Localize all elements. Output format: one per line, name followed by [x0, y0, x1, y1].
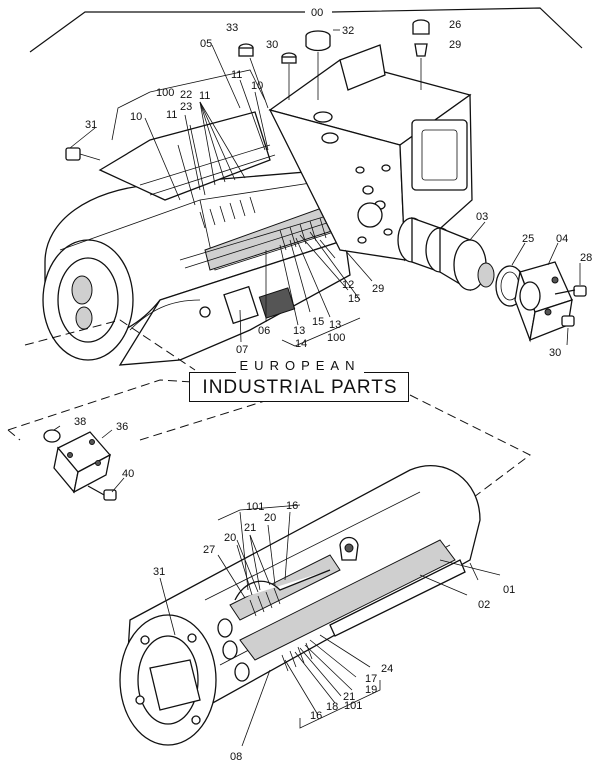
- callout-11: 11: [199, 90, 210, 102]
- callout-31: 31: [153, 566, 165, 578]
- screw-31-top: [65, 147, 101, 161]
- callout-13: 13: [329, 319, 341, 331]
- piston-spool-03: [397, 217, 495, 292]
- callout-31: 31: [85, 119, 97, 131]
- callout-20: 20: [264, 512, 276, 524]
- callout-100: 100: [327, 332, 345, 344]
- callout-labels: 00 32 26 29 33 30 05 100 11 10 22 23 11 …: [74, 7, 592, 763]
- callout-100: 100: [156, 87, 174, 99]
- callout-30: 30: [266, 39, 278, 51]
- bolt-28: [554, 285, 587, 297]
- callout-38: 38: [74, 416, 86, 428]
- callout-17: 17: [365, 673, 377, 685]
- callout-24: 24: [381, 663, 393, 675]
- callout-10: 10: [130, 111, 142, 123]
- callout-01: 01: [503, 584, 515, 596]
- bolt-30-right: [561, 315, 575, 327]
- callout-15: 15: [348, 293, 360, 305]
- callout-27: 27: [203, 544, 215, 556]
- o-ring-38: [43, 429, 61, 443]
- screw-33: [238, 43, 269, 109]
- plug-26: [412, 19, 430, 35]
- leader-lines: [53, 29, 581, 747]
- callout-30: 30: [549, 347, 561, 359]
- callout-16: 16: [310, 710, 322, 722]
- callout-00: 00: [311, 7, 323, 19]
- logo-line-european: EUROPEAN: [189, 358, 411, 373]
- callout-29: 29: [449, 39, 461, 51]
- logo-frame: [189, 372, 409, 402]
- callout-07: 07: [236, 344, 248, 356]
- plug-30-top: [281, 52, 297, 100]
- callout-21: 21: [343, 691, 355, 703]
- plug-29-top: [414, 43, 428, 90]
- callout-08: 08: [230, 751, 242, 763]
- callout-25: 25: [522, 233, 534, 245]
- callout-18: 18: [326, 701, 338, 713]
- callout-28: 28: [580, 252, 592, 264]
- callout-02: 02: [478, 599, 490, 611]
- callout-14: 14: [295, 338, 307, 350]
- side-cover-36: [53, 431, 112, 494]
- plug-32: [305, 30, 331, 100]
- european-industrial-parts-logo: EUROPEAN INDUSTRIAL PARTS: [189, 358, 411, 406]
- assembly-bracket-00: [29, 7, 583, 53]
- lower-cylinder-housing: [119, 465, 501, 746]
- callout-10: 10: [251, 80, 263, 92]
- callout-19: 19: [365, 684, 377, 696]
- logo-line-industrial-parts: INDUSTRIAL PARTS: [202, 377, 398, 398]
- callout-05: 05: [200, 38, 212, 50]
- callout-101: 101: [246, 501, 264, 513]
- callout-33: 33: [226, 22, 238, 34]
- callout-16: 16: [286, 500, 298, 512]
- callout-101: 101: [344, 700, 362, 712]
- callout-29: 29: [372, 283, 384, 295]
- callout-04: 04: [556, 233, 568, 245]
- callout-23: 23: [180, 101, 192, 113]
- callout-06: 06: [258, 325, 270, 337]
- callout-15: 15: [312, 316, 324, 328]
- end-cap-04: [514, 261, 573, 343]
- callout-03: 03: [476, 211, 488, 223]
- callout-22: 22: [180, 89, 192, 101]
- callout-36: 36: [116, 421, 128, 433]
- callout-26: 26: [449, 19, 461, 31]
- callout-11: 11: [166, 109, 177, 121]
- callout-11: 11: [231, 69, 242, 81]
- callout-20: 20: [224, 532, 236, 544]
- callout-13: 13: [293, 325, 305, 337]
- callout-40: 40: [122, 468, 134, 480]
- callout-32: 32: [342, 25, 354, 37]
- callout-21: 21: [244, 522, 256, 534]
- valve-block: [268, 44, 473, 262]
- callout-12: 12: [342, 279, 354, 291]
- bolt-40: [87, 485, 117, 501]
- upper-cylinder-housing: [42, 111, 351, 366]
